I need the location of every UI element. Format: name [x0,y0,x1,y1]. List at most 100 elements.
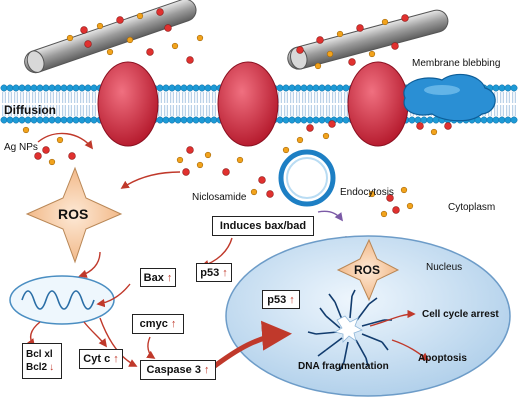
nanoparticle-red [258,176,266,184]
lipid-head [192,116,200,124]
lipid-head [42,84,50,92]
lipid-head [18,84,26,92]
nanoparticle-orange [126,36,134,44]
membrane-bleb [403,73,496,122]
lipid-head [210,116,218,124]
lipid-head [174,84,182,92]
lipid-head [288,84,296,92]
nanoparticle-orange [336,30,344,38]
lipid-head [480,116,488,124]
nanoparticle-orange [380,210,388,218]
lipid-head [72,116,80,124]
down-arrow-icon: ↓ [49,362,55,373]
pathway-arrows [26,132,430,367]
nanoparticle-red [348,58,356,66]
lipid-head [162,84,170,92]
lipid-head [72,84,80,92]
nanoparticle-red [444,122,452,130]
lipid-head [294,116,302,124]
lipid-head [294,84,302,92]
nanoparticle-orange [106,48,114,56]
box-p53-nucleus: p53↑ [262,290,300,309]
box-p53-nucleus-text: p53 [267,293,287,306]
box-bcl2-text: Bcl2 [26,362,48,373]
lipid-head [306,116,314,124]
nanoparticle-red [356,24,364,32]
nanotube-left [24,0,197,74]
nanoparticle-orange [196,34,204,42]
lipid-head [54,84,62,92]
nanoparticle-orange [48,158,56,166]
nanoparticle-red [391,42,399,50]
lipid-head [336,84,344,92]
label-apoptosis: Apoptosis [418,353,467,364]
label-ag-nps: Ag NPs [4,142,38,153]
box-p53-text: p53 [200,266,220,279]
lipid-head [48,116,56,124]
nanoparticle-red [416,122,424,130]
box-cmyc: cmyc↑ [132,314,184,334]
lipid-head [84,84,92,92]
lipid-head [78,84,86,92]
lipid-head [12,84,20,92]
lipid-head [12,116,20,124]
nanoparticle-red [84,40,92,48]
lipid-head [30,84,38,92]
lipid-head [174,116,182,124]
box-cytc-text: Cyt c [83,353,111,365]
nanoparticle-red [42,146,50,154]
lipid-head [186,84,194,92]
lipid-head [282,116,290,124]
up-arrow-icon: ↑ [166,271,173,284]
nanoparticle-orange [326,50,334,58]
lipid-head [36,84,44,92]
label-dna-fragmentation: DNA fragmentation [298,361,389,372]
nanoparticle-orange [204,151,212,159]
up-arrow-icon: ↑ [222,266,228,279]
nanoparticle-red [222,168,230,176]
lipid-head [198,116,206,124]
nanoparticle-red [186,56,194,64]
lipid-head [210,84,218,92]
lipid-head [198,84,206,92]
box-cmyc-text: cmyc [139,318,168,330]
lipid-head [90,116,98,124]
lipid-head [48,84,56,92]
box-bax: Bax↑ [140,268,176,287]
nanoparticle-orange [368,50,376,58]
lipid-head [156,84,164,92]
nanoparticle-orange [236,156,244,164]
label-ros-main: ROS [58,206,89,222]
nanoparticle-red [146,48,154,56]
nanoparticle-orange [381,18,389,26]
nanoparticle-orange [400,186,408,194]
lipid-head [60,84,68,92]
nanoparticle-red [266,190,274,198]
box-cyt-c: Cyt c↑ [79,349,123,369]
lipid-head [414,116,422,124]
lipid-head [36,116,44,124]
label-endocytosis: Endocytosis [340,187,394,198]
lipid-head [18,116,26,124]
box-caspase-text: Caspase 3 [146,364,201,376]
lipid-head [504,84,512,92]
lipid-head [420,116,428,124]
lipid-head [498,84,506,92]
nanoparticle-red [156,8,164,16]
nanoparticle-orange [96,22,104,30]
lipid-head [24,116,32,124]
lipid-head [66,84,74,92]
lipid-head [0,84,8,92]
box-caspase-3: Caspase 3↑ [140,360,216,380]
nanoparticle-red [116,16,124,24]
nanoparticle-orange [136,12,144,20]
lipid-head [300,84,308,92]
nanoparticle-orange [56,136,64,144]
nanoparticle-red [401,14,409,22]
bcl2-row: Bcl2↓ [26,362,54,373]
lipid-head [318,84,326,92]
lipid-head [318,116,326,124]
lipid-head [186,116,194,124]
lipid-head [168,116,176,124]
